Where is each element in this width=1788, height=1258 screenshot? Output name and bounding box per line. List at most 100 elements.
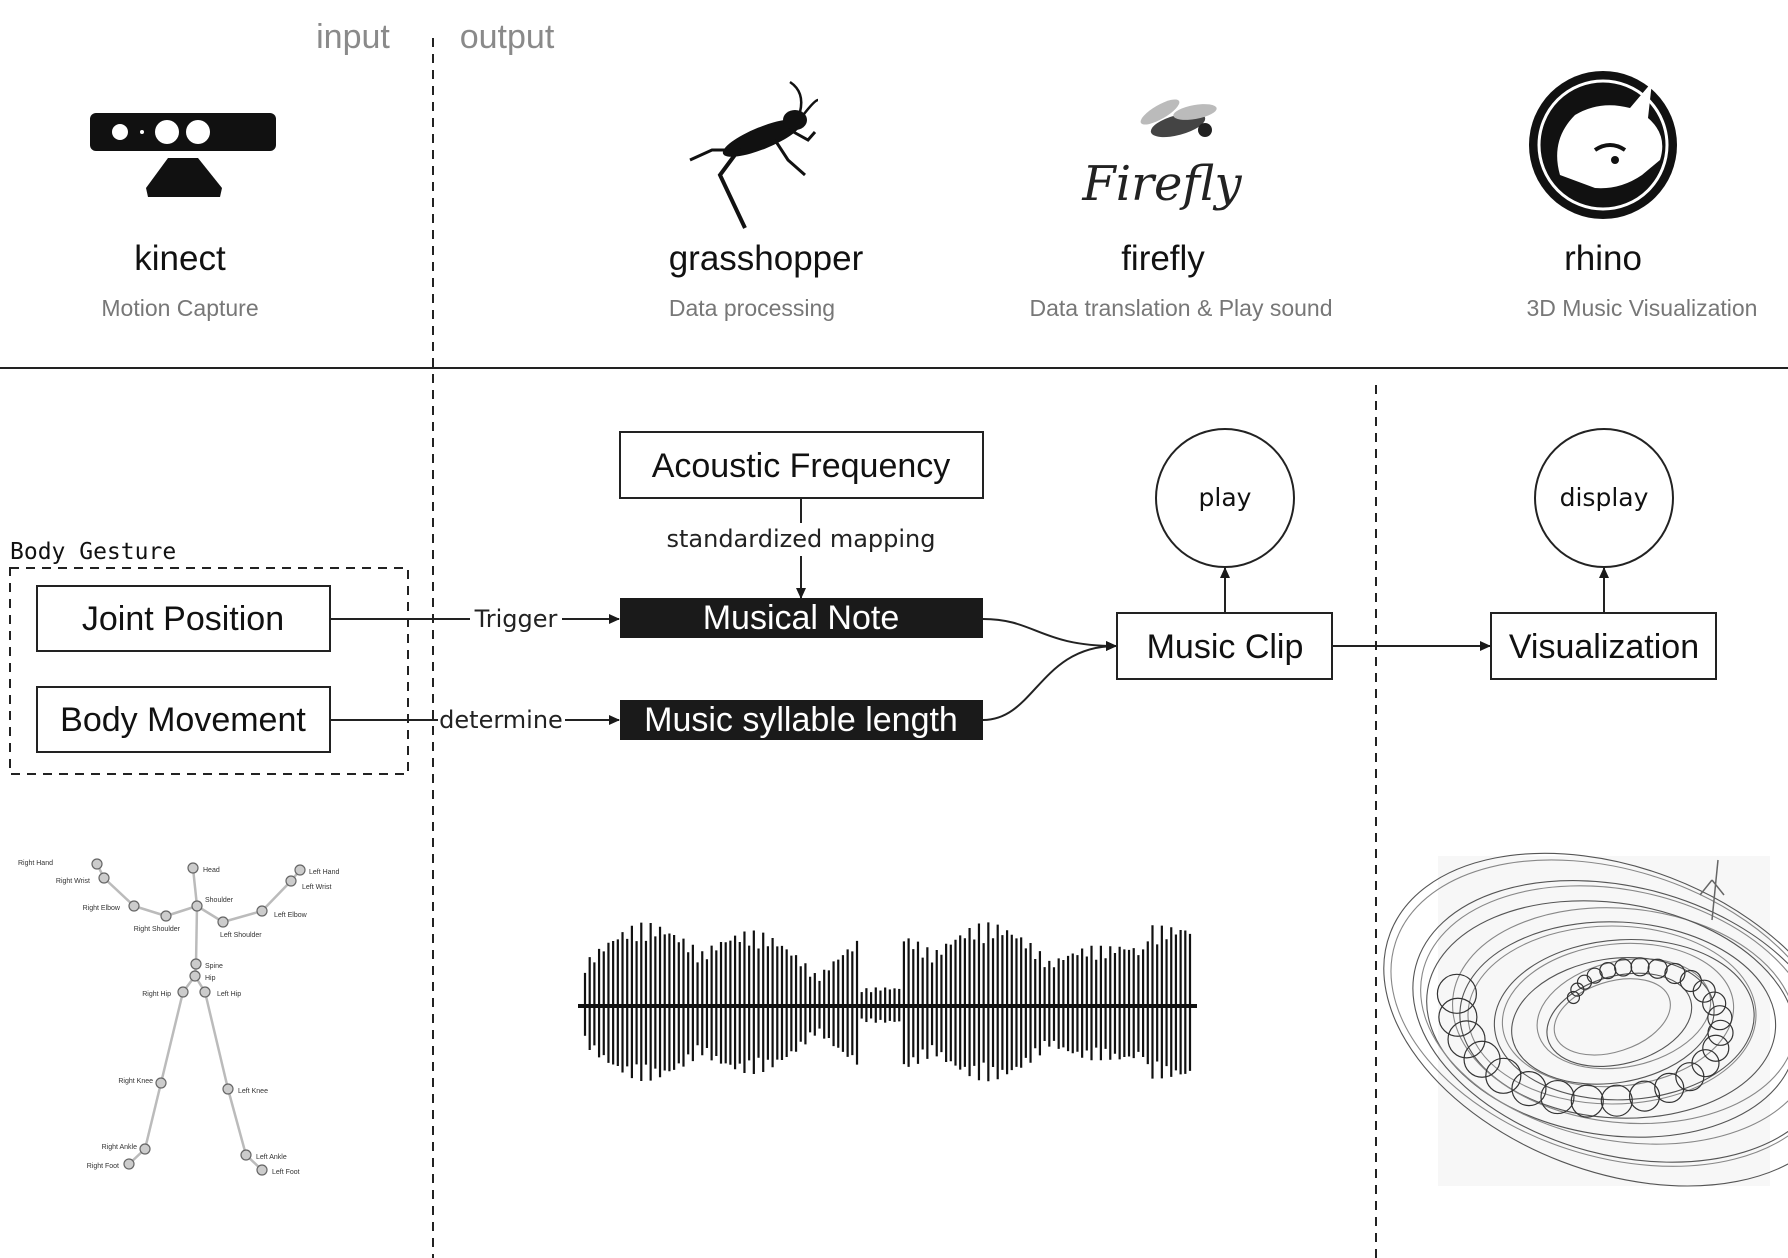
skeleton-joint-marker bbox=[222, 1083, 234, 1095]
musical-note-box bbox=[620, 598, 983, 638]
skeleton-joint-label: Left Wrist bbox=[302, 884, 331, 891]
sketch-spiral-ring bbox=[1463, 1040, 1501, 1078]
sketch-orbit bbox=[1426, 900, 1788, 1138]
skeleton-bone bbox=[143, 1082, 163, 1150]
skeleton-joint-marker bbox=[139, 1143, 151, 1155]
kinect-sensor-icon bbox=[90, 113, 276, 197]
skeleton-joint-marker bbox=[187, 862, 199, 874]
sketch-orbit bbox=[1501, 942, 1735, 1088]
body-gesture-label: Body Gesture bbox=[10, 539, 176, 565]
tool-subtitle-kinect: Motion Capture bbox=[101, 295, 258, 321]
sketch-spiral-ring bbox=[1702, 1034, 1730, 1062]
skeleton-joint-label: Right Wrist bbox=[56, 878, 90, 885]
sketch-spiral-ring bbox=[1654, 1072, 1685, 1104]
display-circle bbox=[1534, 428, 1674, 568]
grasshopper-icon bbox=[689, 80, 819, 229]
sketch-orbit bbox=[1546, 972, 1693, 1067]
skeleton-joint-label: Shoulder bbox=[205, 897, 234, 904]
skeleton-joint-marker bbox=[199, 986, 211, 998]
music-clip-box bbox=[1116, 612, 1333, 680]
syllable-length-box bbox=[620, 700, 983, 740]
acoustic-frequency-label: Acoustic Frequency bbox=[652, 447, 951, 485]
skeleton-joint-label: Head bbox=[203, 867, 220, 874]
musical-note-label: Musical Note bbox=[703, 599, 900, 637]
skeleton-joint-label: Left Shoulder bbox=[220, 932, 262, 939]
sketch-spiral-ring bbox=[1702, 991, 1727, 1016]
skeleton-joint-marker bbox=[217, 916, 229, 928]
tool-subtitle-rhino: 3D Music Visualization bbox=[1527, 295, 1758, 321]
skeleton-joint-label: Left Hip bbox=[217, 991, 241, 998]
skeleton-joint-label: Hip bbox=[205, 975, 216, 982]
sketch-orbit bbox=[1420, 885, 1788, 1145]
sketch-orbit bbox=[1383, 852, 1788, 1187]
sketch-orbit bbox=[1451, 907, 1788, 1125]
sketch-spiral-ring bbox=[1647, 958, 1668, 979]
skeleton-joint-marker bbox=[191, 900, 203, 912]
sketch-orbit bbox=[1459, 921, 1777, 1119]
skeleton-bone bbox=[103, 877, 135, 907]
skeleton-bone bbox=[222, 909, 263, 924]
skeleton-joint-label: Right Hand bbox=[18, 860, 53, 867]
sketch-orbit bbox=[1390, 859, 1788, 1167]
display-label: display bbox=[1560, 483, 1649, 512]
skeleton-joint-marker bbox=[155, 1077, 167, 1089]
sketch-figure bbox=[1699, 859, 1725, 921]
skeleton-joint-label: Left Knee bbox=[238, 1088, 268, 1095]
skeleton-joint-marker bbox=[128, 900, 140, 912]
tool-name-rhino: rhino bbox=[1564, 239, 1642, 278]
joint-position-box bbox=[36, 585, 331, 652]
skeleton-bone bbox=[226, 1088, 248, 1156]
skeleton-joint-marker bbox=[160, 910, 172, 922]
skeleton-joint-marker bbox=[190, 958, 202, 970]
note-to-clip-connector bbox=[982, 618, 1117, 651]
audio-waveform-image bbox=[578, 922, 1197, 1082]
skeleton-joint-label: Right Shoulder bbox=[134, 926, 181, 933]
acoustic-frequency-box bbox=[619, 431, 984, 499]
sketch-spiral-ring bbox=[1540, 1079, 1575, 1115]
skeleton-joint-marker bbox=[256, 905, 268, 917]
determine-label: determine bbox=[439, 706, 563, 734]
tool-name-firefly: firefly bbox=[1121, 239, 1205, 278]
skeleton-bone bbox=[191, 867, 199, 907]
sketch-spiral-ring bbox=[1566, 990, 1581, 1005]
sketch-spiral-ring bbox=[1628, 1080, 1661, 1112]
sketch-spiral-ring bbox=[1436, 973, 1478, 1014]
trigger-label: Trigger bbox=[474, 605, 558, 633]
sketch-spiral-ring bbox=[1707, 1005, 1733, 1031]
sketch-orbit bbox=[1553, 978, 1671, 1056]
skeleton-joint-label: Right Ankle bbox=[102, 1144, 138, 1151]
input-label: input bbox=[316, 18, 390, 56]
syllable-to-clip-connector bbox=[982, 641, 1117, 721]
skeleton-joint-label: Left Hand bbox=[309, 869, 339, 876]
mapping-label: standardized mapping bbox=[666, 525, 935, 553]
joint-position-label: Joint Position bbox=[82, 600, 284, 638]
sketch-spiral-ring bbox=[1438, 997, 1478, 1037]
skeleton-joint-marker bbox=[98, 872, 110, 884]
sketch-orbit bbox=[1412, 880, 1788, 1163]
skeleton-bone bbox=[261, 880, 292, 912]
sketch-spiral-ring bbox=[1675, 1062, 1705, 1092]
skeleton-joint-label: Right Hip bbox=[142, 991, 171, 998]
skeleton-joint-marker bbox=[91, 858, 103, 870]
sketch-spiral-ring bbox=[1485, 1057, 1522, 1094]
body-movement-label: Body Movement bbox=[60, 701, 306, 739]
skeleton-joint-label: Left Foot bbox=[272, 1169, 300, 1176]
sketch-spiral-ring bbox=[1447, 1020, 1486, 1059]
tool-name-grasshopper: grasshopper bbox=[669, 239, 864, 278]
skeleton-joint-label: Right Foot bbox=[87, 1163, 119, 1170]
play-circle bbox=[1155, 428, 1295, 568]
skeleton-joint-marker bbox=[123, 1158, 135, 1170]
skeleton-bone bbox=[203, 991, 230, 1090]
visualization-box bbox=[1490, 612, 1717, 680]
skeleton-joint-marker bbox=[256, 1164, 268, 1176]
rhino-logo-icon bbox=[1529, 71, 1677, 219]
skeleton-joint-marker bbox=[177, 986, 189, 998]
music-clip-label: Music Clip bbox=[1147, 628, 1304, 666]
sketch-orbit bbox=[1536, 958, 1712, 1070]
sketch-orbit bbox=[1467, 925, 1757, 1105]
output-label: output bbox=[460, 18, 555, 56]
skeleton-joint-marker bbox=[189, 970, 201, 982]
sketch-spiral-ring bbox=[1600, 1084, 1633, 1117]
sketch-spiral-ring bbox=[1630, 957, 1650, 977]
sketch-spiral-ring bbox=[1570, 1084, 1604, 1118]
